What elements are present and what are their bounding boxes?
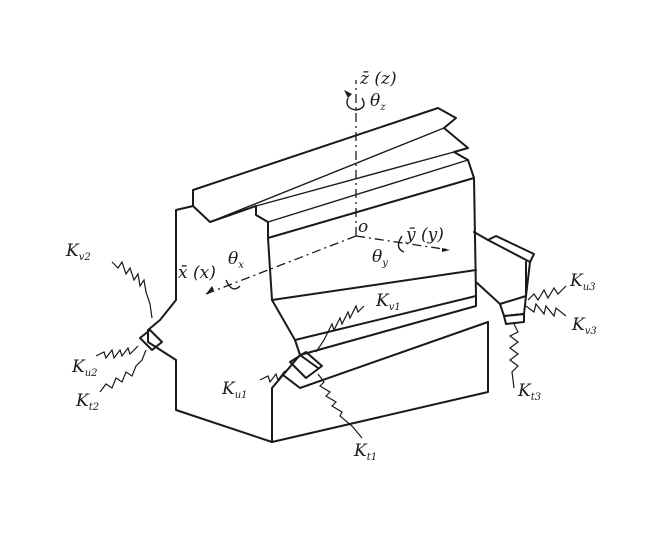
label-ku3: Ku3: [569, 271, 596, 293]
x-rotation-arrow: [225, 279, 241, 290]
label-ku2: Ku2: [71, 357, 98, 379]
springs: [95, 260, 567, 439]
label-kv1: Kv1: [375, 291, 401, 313]
label-kv2: Kv2: [65, 241, 91, 263]
theta-z-label: θz: [370, 91, 386, 113]
theta-x-label: θx: [228, 249, 244, 271]
z-axis-label: z̄ (z): [359, 69, 397, 89]
spring-ku1: [259, 367, 291, 384]
axis-labels: z̄ (z) θz x̄ (x) θx ȳ (y) θy o: [178, 69, 444, 283]
coordinate-axes: [205, 80, 451, 295]
y-rotation-arrow: [397, 235, 405, 253]
x-axis-line: [205, 235, 357, 295]
guideway-body: [139, 107, 489, 443]
origin-label: o: [358, 217, 368, 237]
x-axis-label: x̄ (x): [178, 263, 216, 283]
label-kt2: Kt2: [75, 391, 99, 413]
spring-labels: Kv2 Ku2 Kt2 Kv1 Ku1 Kt1 Ku3 Kv3 Kt3: [65, 241, 597, 463]
spring-kv2: [111, 260, 153, 319]
spring-kt1: [317, 373, 363, 439]
label-kv3: Kv3: [571, 315, 597, 337]
right-bracket: [473, 231, 535, 325]
label-kt1: Kt1: [353, 441, 377, 463]
label-kt3: Kt3: [517, 381, 541, 403]
spring-ku3: [527, 285, 567, 302]
spring-kv1: [315, 304, 365, 353]
spring-kt3: [508, 323, 519, 389]
spring-kt2: [99, 349, 147, 393]
label-ku1: Ku1: [221, 379, 248, 401]
y-axis-line: [355, 235, 451, 251]
z-rotation-arrow: [346, 97, 365, 111]
theta-y-label: θy: [372, 247, 388, 269]
y-axis-label: ȳ (y): [405, 225, 444, 245]
spring-kv3: [525, 302, 567, 318]
spring-ku2: [95, 345, 139, 360]
